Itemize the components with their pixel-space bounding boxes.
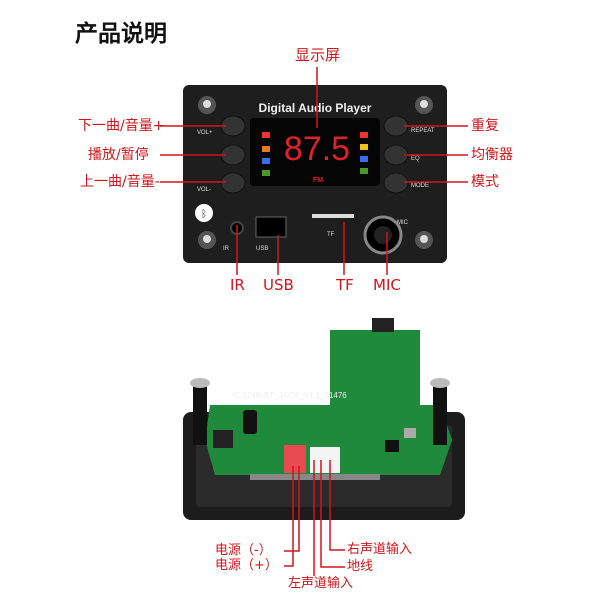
display-screen — [250, 118, 380, 186]
callout-ir: IR — [230, 276, 245, 294]
callout-play-pause: 播放/暂停 — [88, 147, 149, 163]
callout-mode: 模式 — [471, 174, 499, 190]
ir-mark: IR — [223, 246, 230, 252]
tf-slot — [312, 214, 354, 218]
repeat-mark: REPEAT — [411, 128, 435, 134]
callout-next-volup: 下一曲/音量+ — [78, 118, 165, 134]
pcb-tab — [330, 330, 420, 405]
audio-connector — [310, 447, 340, 473]
wire-left-in: 左声道输入 — [288, 576, 354, 591]
wire-power-neg: 电源（-） — [215, 543, 272, 558]
display-digits: 87.5 — [284, 130, 350, 168]
callout-usb: USB — [263, 276, 294, 294]
eq-bars — [262, 132, 368, 176]
usb-mark: USB — [256, 246, 268, 252]
svg-text:ᛒ: ᛒ — [201, 209, 207, 220]
page-title: 产品说明 — [75, 21, 167, 47]
standoffs — [193, 385, 447, 445]
wire-ground: 地线 — [347, 559, 374, 574]
callout-display: 显示屏 — [295, 46, 341, 64]
vol-down-mark: VOL- — [197, 187, 211, 193]
callout-eq: 均衡器 — [471, 147, 513, 163]
tf-mark: TF — [327, 232, 335, 238]
vol-up-mark: VOL+ — [197, 130, 213, 136]
display-mode: FM — [313, 177, 323, 184]
usb-port — [255, 216, 287, 238]
eq-mark: EQ — [411, 156, 420, 162]
pcb-silkscreen: IC-124B-BT_JACK_V1.1_21476 — [232, 391, 347, 400]
capacitor — [243, 410, 257, 434]
power-connector — [284, 445, 306, 473]
callout-tf: TF — [336, 276, 354, 294]
wire-right-in: 右声道输入 — [347, 542, 413, 557]
mic-mark: MIC — [397, 220, 409, 226]
callout-prev-voldown: 上一曲/音量- — [80, 174, 160, 190]
pcb-board — [205, 405, 452, 475]
brand-text: Digital Audio Player — [259, 101, 372, 115]
bluetooth-icon — [195, 204, 213, 222]
callout-mic: MIC — [373, 276, 401, 294]
mode-mark: MODE — [411, 183, 429, 189]
panel-buttons — [220, 115, 409, 194]
wire-power-pos: 电源（+） — [215, 558, 278, 573]
callout-repeat: 重复 — [471, 118, 499, 134]
